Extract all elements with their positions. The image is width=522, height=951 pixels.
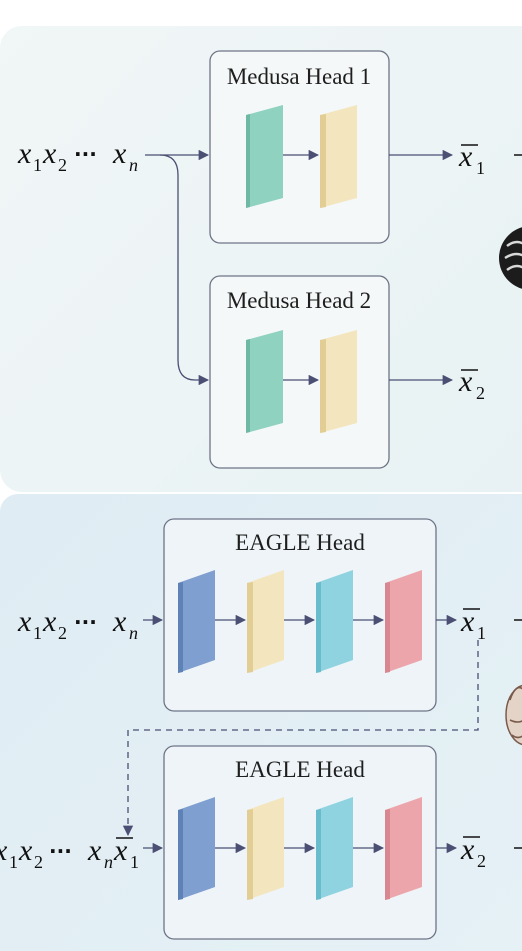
medusa-output-1: x 1 — [458, 140, 485, 178]
medusa-output-2: x 2 — [458, 365, 485, 403]
medusa-head-2-title: Medusa Head 2 — [227, 288, 371, 313]
eagle-head-2-pink-layer — [385, 797, 422, 900]
svg-text:x: x — [112, 137, 127, 170]
svg-text:x: x — [460, 833, 475, 866]
eagle-feedback-dashed-arrow — [122, 640, 479, 837]
medusa-mascot-icon — [499, 227, 522, 289]
eagle-input-sequence-1: x 1 x 2 ··· x n — [17, 605, 138, 643]
medusa-head-2-cream-layer — [320, 330, 357, 433]
svg-text:x: x — [42, 605, 57, 638]
svg-text:x: x — [87, 834, 102, 867]
svg-text:x: x — [113, 834, 128, 867]
llama-mascot-icon — [505, 684, 522, 746]
eagle-head-2-title: EAGLE Head — [235, 757, 365, 782]
svg-text:2: 2 — [476, 383, 485, 403]
svg-text:1: 1 — [130, 852, 139, 872]
eagle-output-2: x 2 — [460, 833, 486, 871]
svg-text:1: 1 — [33, 155, 42, 175]
eagle-head-1-title: EAGLE Head — [235, 530, 365, 555]
svg-text:x: x — [0, 834, 8, 867]
svg-text:x: x — [458, 140, 473, 173]
svg-text:n: n — [129, 623, 138, 643]
svg-text:···: ··· — [74, 142, 97, 166]
svg-text:1: 1 — [477, 623, 486, 643]
medusa-input-sequence: x 1 x 2 ··· x n — [17, 137, 138, 175]
medusa-head-1-cream-layer — [320, 105, 357, 208]
eagle-output-1: x 1 — [460, 605, 486, 643]
eagle-head-2-cyan-layer — [316, 797, 353, 900]
medusa-head-1-title: Medusa Head 1 — [227, 64, 371, 89]
eagle-head-2-box — [163, 745, 437, 940]
eagle-input-sequence-2: x 1 x 2 ··· x n x 1 — [0, 834, 139, 872]
eagle-head-1-pink-layer — [385, 570, 422, 673]
svg-text:x: x — [17, 137, 32, 170]
medusa-input-arrow-2 — [159, 154, 210, 386]
svg-text:n: n — [129, 155, 138, 175]
svg-text:x: x — [112, 605, 127, 638]
svg-text:2: 2 — [58, 623, 67, 643]
eagle-head-1-blue-layer — [178, 570, 215, 673]
svg-text:···: ··· — [49, 839, 72, 863]
svg-text:2: 2 — [58, 155, 67, 175]
svg-text:n: n — [104, 852, 113, 872]
eagle-head-1-box — [163, 518, 437, 712]
svg-text:x: x — [17, 605, 32, 638]
eagle-head-2-blue-layer — [178, 797, 215, 900]
svg-text:x: x — [18, 834, 33, 867]
eagle-head-2-cream-layer — [247, 797, 284, 900]
svg-text:1: 1 — [476, 158, 485, 178]
svg-text:···: ··· — [74, 610, 97, 634]
svg-text:x: x — [460, 605, 475, 638]
svg-text:1: 1 — [33, 623, 42, 643]
svg-text:1: 1 — [9, 852, 18, 872]
svg-text:2: 2 — [34, 852, 43, 872]
svg-text:2: 2 — [477, 851, 486, 871]
eagle-head-1-cream-layer — [247, 570, 284, 673]
svg-text:x: x — [42, 137, 57, 170]
svg-text:x: x — [458, 365, 473, 398]
medusa-head-1-green-layer — [246, 105, 283, 208]
eagle-head-1-cyan-layer — [316, 570, 353, 673]
medusa-head-2-green-layer — [246, 330, 283, 433]
